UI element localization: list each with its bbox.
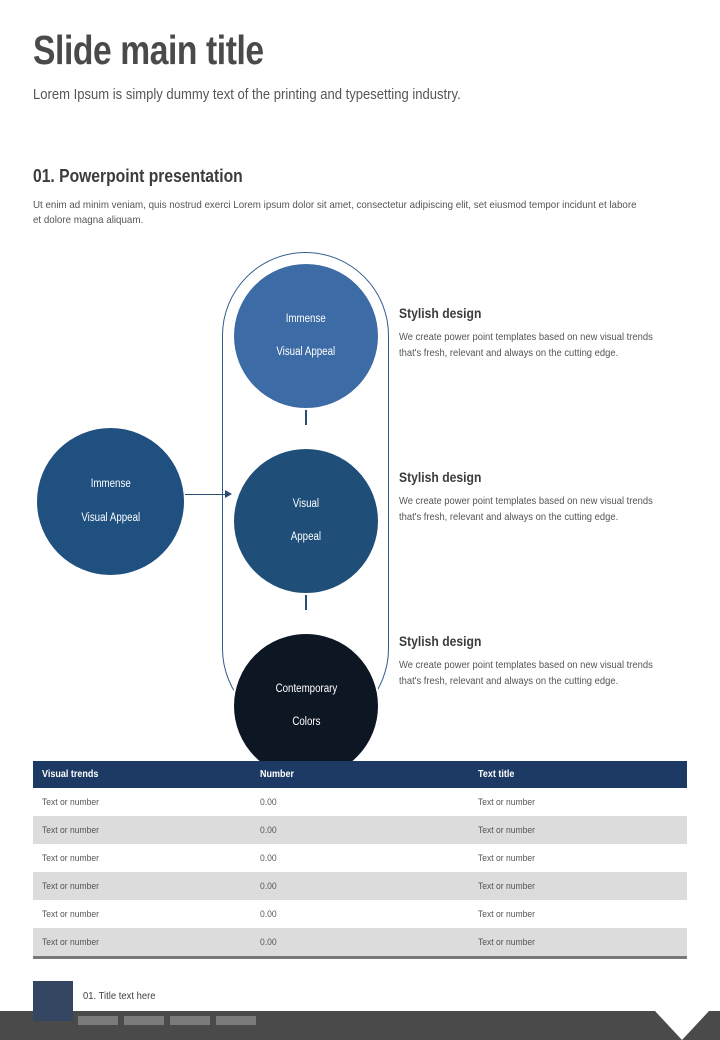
arrow-head-icon	[225, 490, 232, 498]
circles-diagram: Immense Visual Appeal Immense Visual App…	[0, 240, 720, 780]
arrow-shaft	[185, 494, 229, 496]
table-row[interactable]: Text or number 0.00 Text or number	[33, 788, 687, 816]
table-header-row: Visual trends Number Text title	[33, 761, 687, 788]
circle-top-line1: Immense	[285, 312, 327, 325]
table-cell-text: Text or number	[478, 880, 536, 892]
table-cell-text: 0.00	[260, 824, 277, 836]
table-row[interactable]: Text or number 0.00 Text or number	[33, 844, 687, 872]
table-cell: 0.00	[251, 928, 469, 959]
table-cell-text: Text or number	[478, 908, 536, 920]
table-header-cell: Number	[251, 761, 469, 788]
table-header-cell: Text title	[469, 761, 687, 788]
page-title: Slide main title	[33, 27, 264, 73]
table-cell: Text or number	[33, 788, 251, 816]
info-block-3: Stylish design We create power point tem…	[399, 634, 689, 689]
table-cell: Text or number	[33, 900, 251, 928]
table-cell: 0.00	[251, 816, 469, 844]
circle-bottom-line2: Colors	[291, 716, 321, 729]
footer-chip[interactable]	[78, 1016, 118, 1025]
footer-notch-triangle-icon	[655, 1011, 709, 1040]
footer-chip[interactable]	[124, 1016, 164, 1025]
footer-bar	[0, 1011, 720, 1040]
table-cell-text: 0.00	[260, 880, 277, 892]
table-cell-text: 0.00	[260, 908, 277, 920]
table-cell-text: 0.00	[260, 852, 277, 864]
circle-left-line1: Immense	[90, 478, 131, 491]
table-cell: Text or number	[33, 928, 251, 959]
table-cell-text: Text or number	[42, 880, 100, 892]
data-table: Visual trends Number Text title Text or …	[33, 761, 687, 959]
table-cell-text: 0.00	[260, 796, 277, 808]
table-cell-text: Text or number	[478, 796, 536, 808]
table-cell: 0.00	[251, 788, 469, 816]
table-row[interactable]: Text or number 0.00 Text or number	[33, 900, 687, 928]
info-block-2-title: Stylish design	[399, 470, 482, 485]
circle-bottom-line1: Contemporary	[275, 682, 337, 695]
circle-bottom[interactable]: Contemporary Colors	[232, 632, 380, 780]
circle-middle-line2: Appeal	[290, 531, 322, 544]
info-block-2-body: We create power point templates based on…	[399, 496, 653, 523]
footer-accent-square	[33, 981, 73, 1021]
table-cell: Text or number	[33, 816, 251, 844]
info-block-1: Stylish design We create power point tem…	[399, 306, 689, 361]
table-cell-text: Text or number	[42, 908, 100, 920]
table-cell: Text or number	[469, 788, 687, 816]
table-header-cell: Visual trends	[33, 761, 251, 788]
table-cell: Text or number	[469, 816, 687, 844]
table-cell: Text or number	[33, 844, 251, 872]
table-cell: 0.00	[251, 872, 469, 900]
info-block-2: Stylish design We create power point tem…	[399, 470, 689, 525]
circle-left[interactable]: Immense Visual Appeal	[37, 428, 184, 575]
table-cell-text: Text or number	[42, 796, 100, 808]
info-block-1-title: Stylish design	[399, 306, 482, 321]
table-cell: Text or number	[33, 872, 251, 900]
table-row[interactable]: Text or number 0.00 Text or number	[33, 872, 687, 900]
table-row[interactable]: Text or number 0.00 Text or number	[33, 816, 687, 844]
table-cell: 0.00	[251, 900, 469, 928]
footer-title: 01. Title text here	[83, 990, 156, 1002]
table-cell: Text or number	[469, 872, 687, 900]
table-cell-text: Text or number	[42, 852, 100, 864]
table-header-label: Number	[260, 769, 295, 780]
info-block-1-body: We create power point templates based on…	[399, 332, 653, 359]
table-cell-text: Text or number	[478, 852, 536, 864]
table-header-label: Text title	[478, 769, 515, 780]
table-cell-text: Text or number	[478, 936, 536, 948]
circle-left-line2: Visual Appeal	[81, 511, 140, 524]
table-cell-text: Text or number	[42, 824, 100, 836]
info-block-3-title: Stylish design	[399, 634, 482, 649]
section-paragraph: Ut enim ad minim veniam, quis nostrud ex…	[33, 199, 637, 227]
footer-chip[interactable]	[216, 1016, 256, 1025]
table-cell: Text or number	[469, 900, 687, 928]
table-cell-text: Text or number	[478, 824, 536, 836]
info-block-3-body: We create power point templates based on…	[399, 660, 653, 687]
table-body: Text or number 0.00 Text or number Text …	[33, 788, 687, 959]
table-cell: Text or number	[469, 928, 687, 959]
circle-top-line2: Visual Appeal	[276, 346, 336, 359]
table-cell-text: Text or number	[42, 936, 100, 948]
table-cell-text: 0.00	[260, 936, 277, 948]
circle-middle[interactable]: Visual Appeal	[232, 447, 380, 595]
table-row[interactable]: Text or number 0.00 Text or number	[33, 928, 687, 959]
circle-top[interactable]: Immense Visual Appeal	[232, 262, 380, 410]
page-subtitle: Lorem Ipsum is simply dummy text of the …	[33, 87, 461, 103]
section-heading: 01. Powerpoint presentation	[33, 166, 243, 186]
footer-chip[interactable]	[170, 1016, 210, 1025]
table-header-label: Visual trends	[42, 769, 99, 780]
circle-middle-line1: Visual	[292, 497, 320, 510]
table-cell: Text or number	[469, 844, 687, 872]
table-cell: 0.00	[251, 844, 469, 872]
